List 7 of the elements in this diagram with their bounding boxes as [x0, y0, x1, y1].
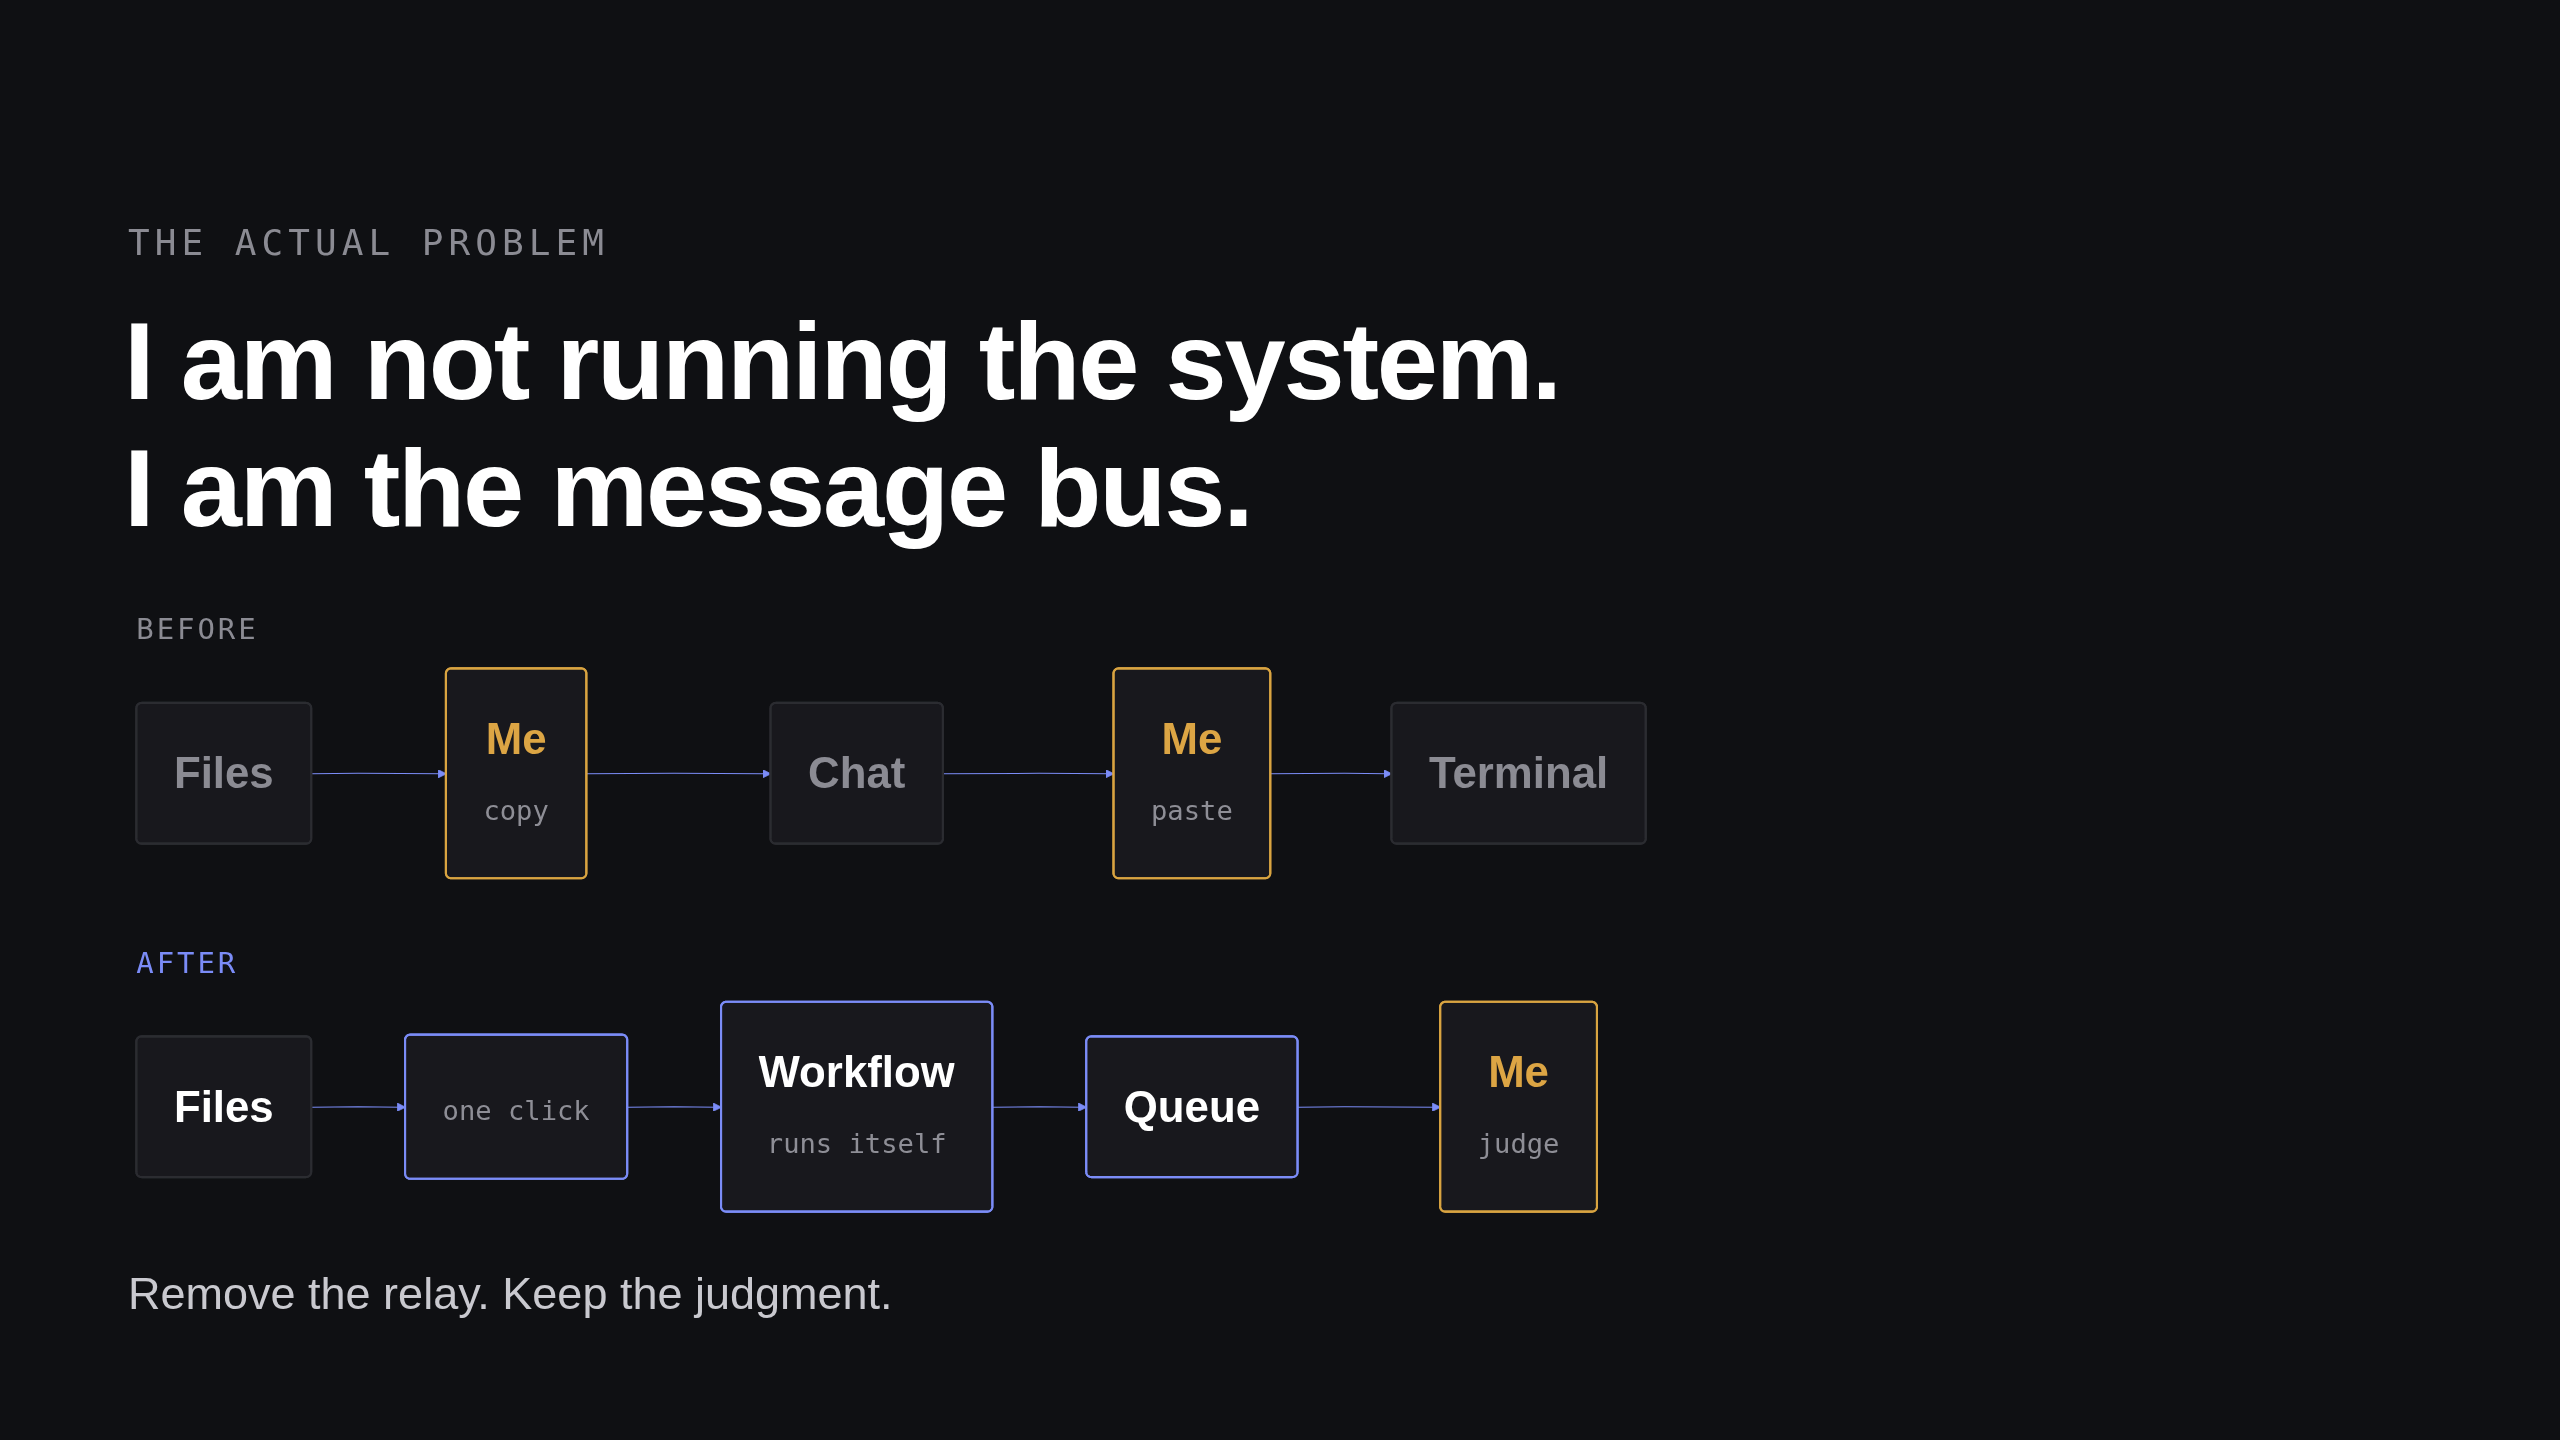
section-label: AFTER: [136, 945, 239, 980]
eyebrow-label: THE ACTUAL PROBLEM: [128, 222, 609, 263]
section-label: BEFORE: [136, 612, 259, 647]
title: I am not running the system. I am the message bus.: [124, 298, 1561, 551]
caption: Remove the relay. Keep the judgment.: [128, 1268, 893, 1320]
arrow: [311, 1102, 406, 1112]
arrow: [627, 1102, 722, 1112]
